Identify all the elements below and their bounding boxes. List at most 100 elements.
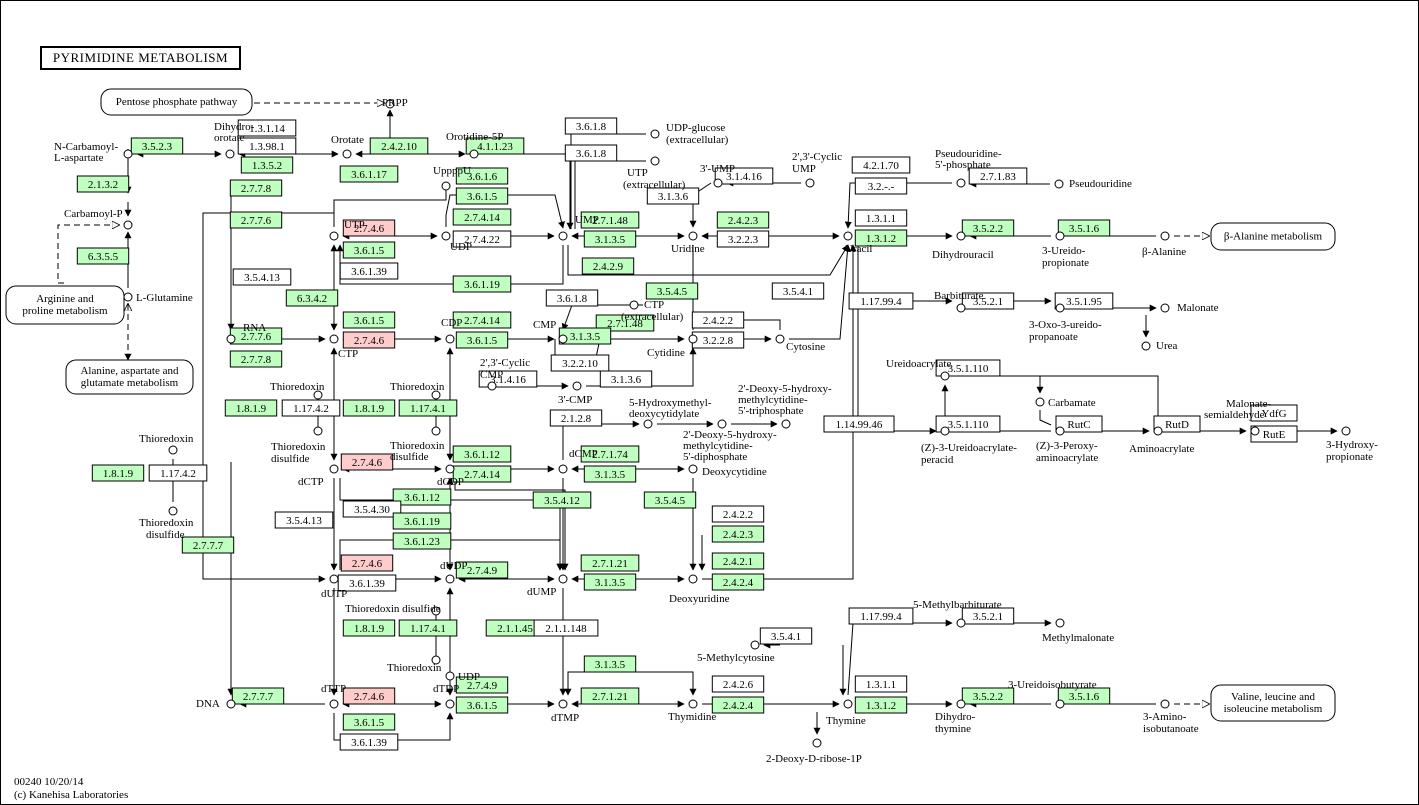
enzyme-1-8-1-9[interactable]: 1.8.1.9 (342, 399, 396, 417)
compound-urea[interactable]: Urea (1141, 340, 1177, 352)
enzyme-2-4-2-2[interactable]: 2.4.2.2 (711, 505, 765, 523)
enzyme-1-8-1-9[interactable]: 1.8.1.9 (342, 619, 396, 637)
enzyme-1-3-1-1[interactable]: 1.3.1.1 (854, 209, 908, 227)
compound-3-ump[interactable]: 3'-UMP (700, 163, 735, 188)
enzyme-3-5-4-5[interactable]: 3.5.4.5 (643, 491, 697, 509)
enzyme-2-1-3-2[interactable]: 2.1.3.2 (76, 175, 130, 193)
compound-udp[interactable]: UDP (441, 231, 472, 253)
compound-dctp[interactable]: dCTP (298, 464, 339, 488)
enzyme-1-17-99-4[interactable]: 1.17.99.4 (848, 292, 914, 310)
enzyme-1-3-5-2[interactable]: 1.3.5.2 (240, 156, 294, 174)
enzyme-2-7-1-83[interactable]: 2.7.1.83 (968, 167, 1028, 185)
enzyme-3-5-1-6[interactable]: 3.5.1.6 (1057, 687, 1111, 705)
enzyme-3-6-1-12[interactable]: 3.6.1.12 (392, 488, 452, 506)
enzyme-2-7-4-22[interactable]: 2.7.4.22 (452, 230, 512, 248)
compound-malonate-semialdehyde[interactable]: Malonate-semialdehyde (1204, 398, 1272, 436)
enzyme-1-3-1-14[interactable]: 1.3.1.14 (237, 119, 297, 137)
enzyme-3-6-1-19[interactable]: 3.6.1.19 (392, 512, 452, 530)
enzyme-2-7-7-8[interactable]: 2.7.7.8 (229, 350, 283, 368)
enzyme-2-4-2-10[interactable]: 2.4.2.10 (369, 137, 429, 155)
compound-5-methylcytosine[interactable]: 5-Methylcytosine (697, 640, 775, 664)
enzyme-2-7-4-9[interactable]: 2.7.4.9 (455, 676, 509, 694)
enzyme-3-5-4-5[interactable]: 3.5.4.5 (645, 282, 699, 300)
enzyme-3-1-3-5[interactable]: 3.1.3.5 (558, 327, 612, 345)
compound-5-hydroxymethyl-deoxycytidylate[interactable]: 5-Hydroxymethyl-deoxycytidylate (629, 397, 712, 429)
enzyme-3-5-4-1[interactable]: 3.5.4.1 (759, 627, 813, 645)
enzyme-3-1-3-5[interactable]: 3.1.3.5 (583, 655, 637, 673)
enzyme-2-7-4-6[interactable]: 2.7.4.6 (342, 331, 396, 349)
enzyme-3-5-4-1[interactable]: 3.5.4.1 (771, 282, 825, 300)
compound-dtdp[interactable]: dTDP (433, 683, 459, 709)
compound-n-carbamoyl-l-aspartate[interactable]: N-Carbamoyl-L-aspartate (54, 141, 133, 164)
compound-orotidine-5p[interactable]: Orotidine-5P (446, 131, 503, 159)
enzyme-2-4-2-9[interactable]: 2.4.2.9 (581, 257, 635, 275)
enzyme-1-17-4-2[interactable]: 1.17.4.2 (281, 399, 341, 417)
enzyme-2-7-4-14[interactable]: 2.7.4.14 (452, 311, 512, 329)
enzyme-2-7-4-14[interactable]: 2.7.4.14 (452, 465, 512, 483)
enzyme-3-6-1-39[interactable]: 3.6.1.39 (337, 574, 397, 592)
enzyme-2-7-7-6[interactable]: 2.7.7.6 (229, 211, 283, 229)
enzyme-2-7-4-6[interactable]: 2.7.4.6 (340, 554, 394, 572)
enzyme-3-2-2-10[interactable]: 3.2.2.10 (550, 354, 610, 372)
enzyme-2-7-7-6[interactable]: 2.7.7.6 (229, 327, 283, 345)
compound-uracil[interactable]: Uracil (843, 231, 872, 255)
compound-barbiturate[interactable]: Barbiturate (934, 290, 984, 313)
enzyme-2-7-1-21[interactable]: 2.7.1.21 (580, 554, 640, 572)
compound-3-hydroxy-propionate[interactable]: 3-Hydroxy-propionate (1326, 426, 1378, 463)
enzyme-3-6-1-19[interactable]: 3.6.1.19 (452, 275, 512, 293)
enzyme-1-8-1-9[interactable]: 1.8.1.9 (91, 464, 145, 482)
enzyme-3-6-1-8[interactable]: 3.6.1.8 (564, 144, 618, 162)
enzyme-2-7-4-6[interactable]: 2.7.4.6 (342, 219, 396, 237)
enzyme-1-8-1-9[interactable]: 1.8.1.9 (224, 399, 278, 417)
enzyme-1-3-1-2[interactable]: 1.3.1.2 (854, 696, 908, 714)
enzyme-rute[interactable]: RutE (1250, 425, 1298, 443)
enzyme-3-1-3-5[interactable]: 3.1.3.5 (583, 573, 637, 591)
compound-thioredoxin[interactable]: Thioredoxin (387, 655, 442, 674)
enzyme-3-2-2-3[interactable]: 3.2.2.3 (716, 230, 770, 248)
enzyme-2-7-4-6[interactable]: 2.7.4.6 (342, 687, 396, 705)
enzyme-1-17-99-4[interactable]: 1.17.99.4 (848, 607, 914, 625)
compound-dcdp[interactable]: dCDP (437, 464, 464, 488)
enzyme-2-7-4-14[interactable]: 2.7.4.14 (452, 208, 512, 226)
enzyme-1-3-1-2[interactable]: 1.3.1.2 (854, 229, 908, 247)
enzyme-3-6-1-8[interactable]: 3.6.1.8 (564, 117, 618, 135)
compound-carbamoyl-p[interactable]: Carbamoyl-P (64, 208, 133, 230)
compound-prpp[interactable]: PRPP (382, 97, 408, 109)
compound-thymidine[interactable]: Thymidine (668, 699, 716, 723)
enzyme-2-7-1-21[interactable]: 2.7.1.21 (580, 687, 640, 705)
enzyme-2-4-2-4[interactable]: 2.4.2.4 (711, 573, 765, 591)
compound-pseudouridine-5-phosphate[interactable]: Pseudouridine-5'-phosphate (935, 148, 1002, 188)
enzyme-3-6-1-17[interactable]: 3.6.1.17 (339, 165, 399, 183)
compound-dttp[interactable]: dTTP (321, 683, 346, 709)
enzyme-3-5-2-2[interactable]: 3.5.2.2 (961, 687, 1015, 705)
enzyme-3-5-1-110[interactable]: 3.5.1.110 (935, 415, 1001, 433)
enzyme-3-5-1-95[interactable]: 3.5.1.95 (1054, 292, 1114, 310)
compound-ctp[interactable]: CTP (329, 334, 358, 360)
compound-3-ureido-propionate[interactable]: 3-Ureido-propionate (1042, 231, 1089, 269)
enzyme-3-6-1-12[interactable]: 3.6.1.12 (452, 445, 512, 463)
compound-3-amino-isobutanoate[interactable]: 3-Amino-isobutanoate (1143, 699, 1199, 735)
compound-z-3-peroxy-aminoacrylate[interactable]: (Z)-3-Peroxy-aminoacrylate (1036, 426, 1098, 464)
compound-dna[interactable]: DNA (196, 698, 236, 710)
compound-dihydro-orotate[interactable]: Dihydro-orotate (214, 121, 255, 159)
enzyme-2-1-1-148[interactable]: 2.1.1.148 (533, 619, 599, 637)
enzyme-3-6-1-5[interactable]: 3.6.1.5 (455, 187, 509, 205)
enzyme-3-6-1-39[interactable]: 3.6.1.39 (339, 733, 399, 751)
enzyme-3-6-1-5[interactable]: 3.6.1.5 (455, 696, 509, 714)
compound-thymine[interactable]: Thymine (826, 699, 866, 727)
map-link-balanine[interactable]: β-Alanine metabolism (1210, 222, 1336, 251)
compound-2-deoxy-5-hydroxy-methylcytidine-5-diphosphate[interactable]: 2'-Deoxy-5-hydroxy-methylcytidine-5'-dip… (683, 419, 777, 463)
compound-uridine[interactable]: Uridine (671, 231, 705, 255)
compound-5-methylbarbiturate[interactable]: 5-Methylbarbiturate (913, 599, 1002, 628)
compound-3-oxo-3-ureido-propanoate[interactable]: 3-Oxo-3-ureido-propanoate (1029, 303, 1102, 343)
compound-udp-glucose-extracellular[interactable]: UDP-glucose(extracellular) (650, 122, 729, 146)
compound-thioredoxin[interactable]: Thioredoxin (390, 381, 445, 400)
compound-dutp[interactable]: dUTP (321, 574, 347, 600)
enzyme-1-3-98-1[interactable]: 1.3.98.1 (237, 137, 297, 155)
compound-2-deoxy-d-ribose-1p[interactable]: 2-Deoxy-D-ribose-1P (766, 738, 862, 765)
